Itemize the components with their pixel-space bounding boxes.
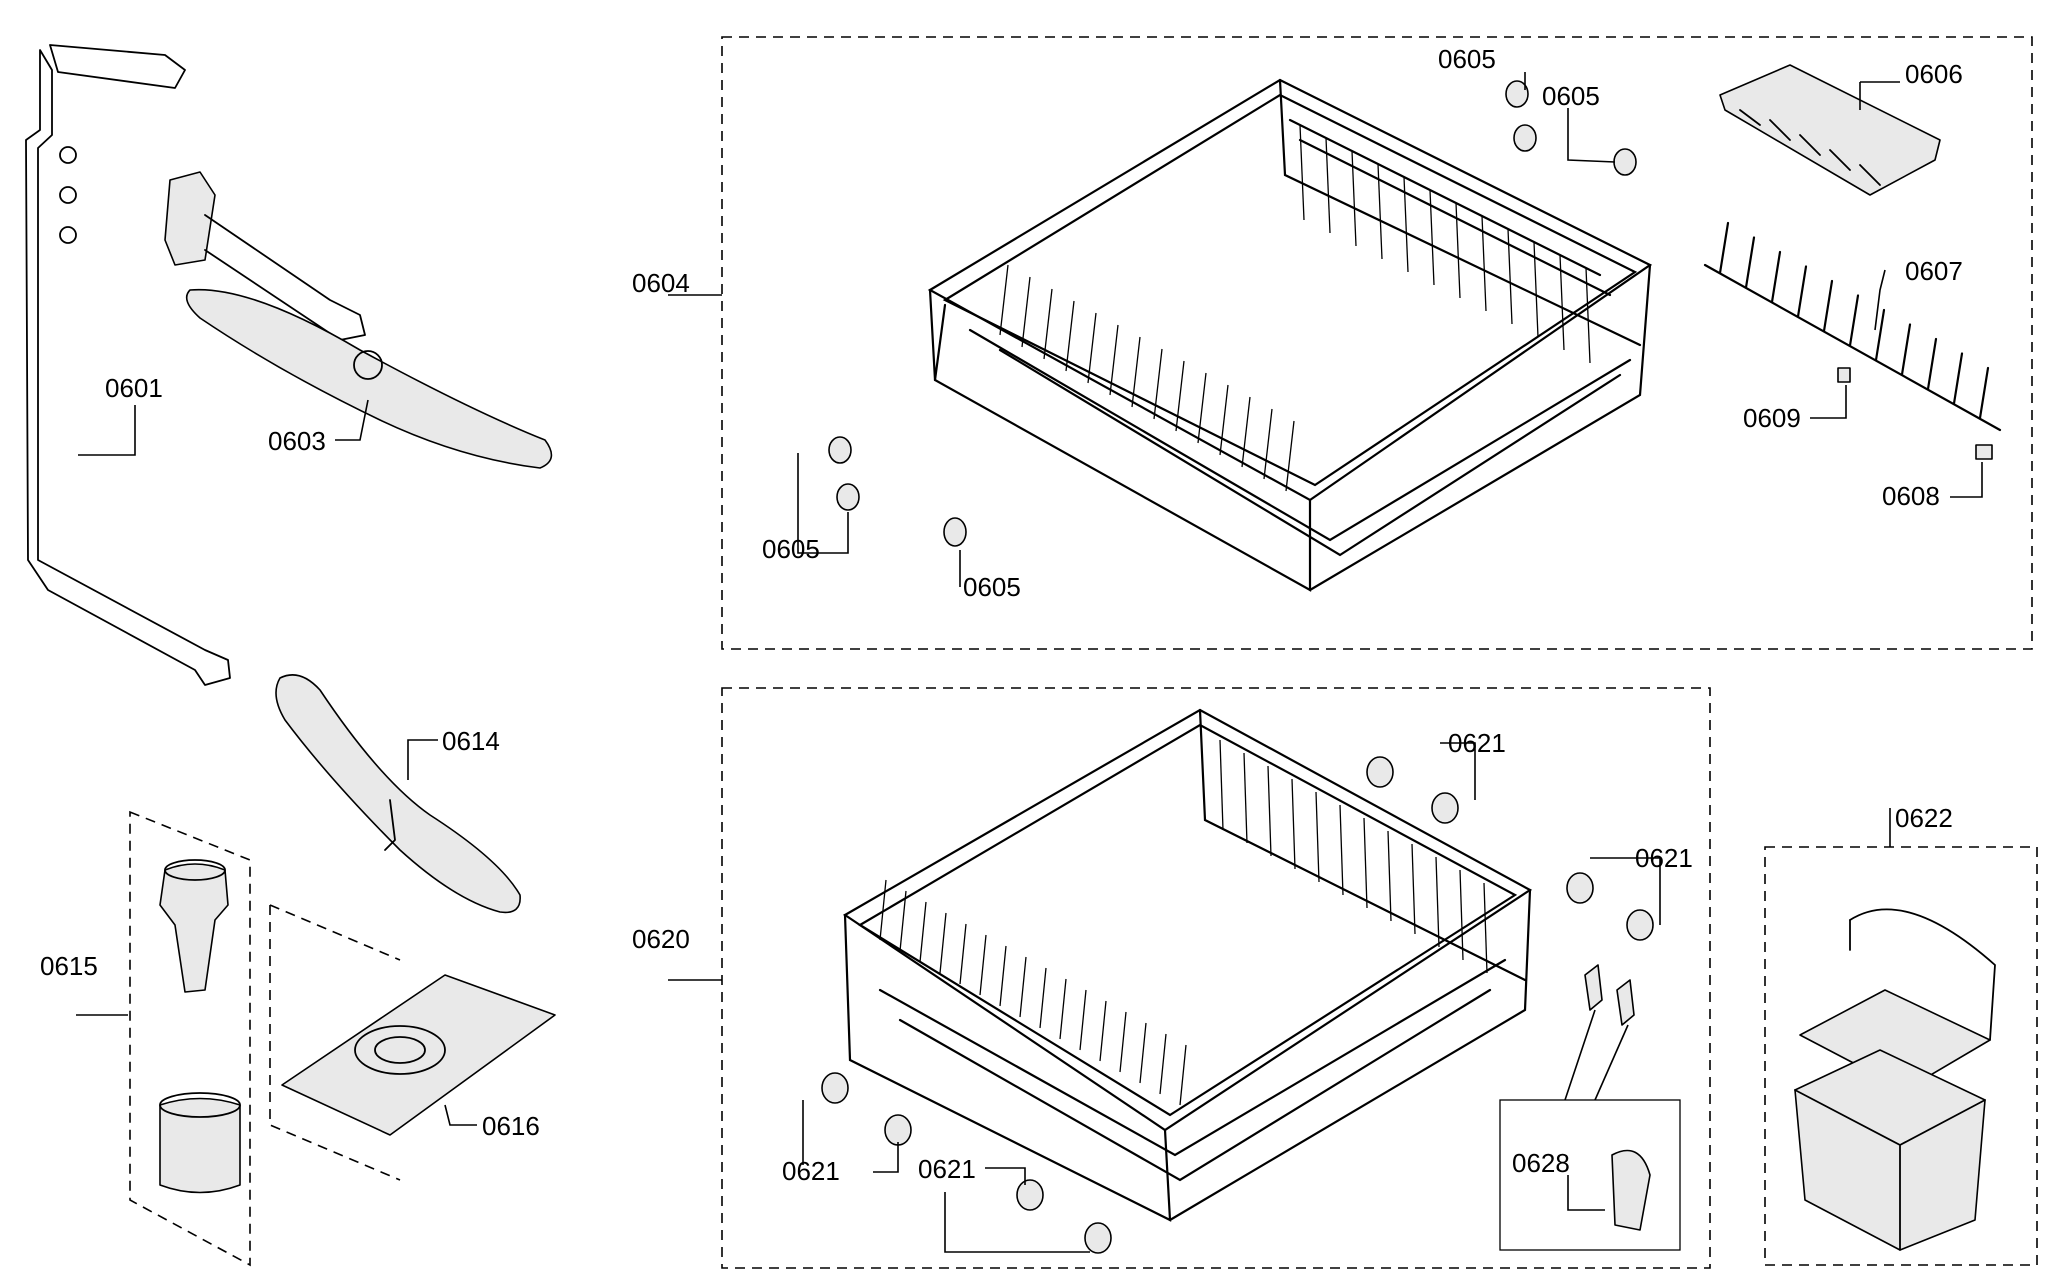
rack-wheel-group-lower xyxy=(821,756,1654,1254)
label-0608: 0608 xyxy=(1882,481,1940,511)
wire-tine xyxy=(1153,348,1163,420)
label-0616: 0616 xyxy=(482,1111,540,1141)
cup-shelf-part xyxy=(1719,64,1941,196)
sump-cover-part xyxy=(281,974,556,1136)
folding-tines-part xyxy=(1703,221,2002,432)
label-0614: 0614 xyxy=(442,726,500,756)
wire-tine xyxy=(1291,778,1296,870)
filter-part xyxy=(159,859,241,1194)
wire-tine xyxy=(1267,765,1272,857)
wire-tine xyxy=(1315,791,1320,883)
rack-clip-part xyxy=(1584,964,1651,1231)
leader-lines xyxy=(76,72,1983,1253)
wire-tine xyxy=(1087,312,1097,384)
wire-tine xyxy=(1065,300,1075,372)
lower-rack-part xyxy=(842,708,1533,1222)
wire-tine xyxy=(1131,336,1141,408)
lower-rack-group-box xyxy=(721,687,1711,1269)
wire-tine xyxy=(1952,352,1964,405)
wire-tine xyxy=(1021,276,1031,348)
label-0603: 0603 xyxy=(268,426,326,456)
wire-tine xyxy=(1175,360,1185,432)
wire-tine xyxy=(1241,396,1251,468)
rack-wheel-group-upper-right xyxy=(1505,80,1637,176)
wire-tine xyxy=(1079,989,1087,1051)
wire-tine xyxy=(939,912,947,974)
wire-tine xyxy=(999,945,1007,1007)
wire-tine xyxy=(1109,324,1119,396)
label-0605-c: 0605 xyxy=(762,534,820,564)
wire-tine xyxy=(1263,408,1273,480)
wire-tine xyxy=(1770,250,1782,304)
wire-tine xyxy=(1848,294,1860,347)
wire-tine xyxy=(1411,843,1416,935)
lower-spray-arm-part xyxy=(275,674,521,914)
wire-tine xyxy=(1119,1011,1127,1073)
upper-rack-part xyxy=(927,78,1653,592)
label-0628: 0628 xyxy=(1512,1148,1570,1178)
cutlery-basket-part xyxy=(1794,908,1996,1251)
rack-wheel-group-upper-left xyxy=(828,436,967,547)
wire-tine xyxy=(1459,869,1464,961)
wire-tine xyxy=(1796,265,1808,318)
wire-tine xyxy=(1219,384,1229,456)
supply-tube-part xyxy=(25,44,231,686)
label-0620: 0620 xyxy=(632,924,690,954)
wire-tine xyxy=(1926,337,1938,391)
wire-tine xyxy=(1718,221,1730,275)
wire-tine xyxy=(1363,817,1368,909)
wire-tine xyxy=(919,901,927,963)
wire-tine xyxy=(1159,1033,1167,1095)
label-0607: 0607 xyxy=(1905,256,1963,286)
wire-tine xyxy=(879,879,887,941)
cutlery-basket-group-box xyxy=(1764,846,2038,1266)
wire-tine xyxy=(1874,308,1886,362)
label-0605-d: 0605 xyxy=(963,572,1021,602)
wire-tine xyxy=(999,264,1009,336)
wire-tine xyxy=(899,890,907,952)
label-0601: 0601 xyxy=(105,373,163,403)
wire-tine xyxy=(959,923,967,985)
label-0609: 0609 xyxy=(1743,403,1801,433)
wire-tine xyxy=(1900,323,1912,376)
wire-tine xyxy=(1179,1044,1187,1106)
wire-tine xyxy=(1019,956,1027,1018)
clip-0609-part xyxy=(1837,367,1851,383)
wire-tine xyxy=(979,934,987,996)
wire-tine xyxy=(1978,366,1990,420)
wire-tine xyxy=(1285,420,1295,492)
wire-tine xyxy=(1339,804,1344,896)
filter-group-box xyxy=(129,810,251,1267)
label-0621-c: 0621 xyxy=(782,1156,840,1186)
label-0605-b: 0605 xyxy=(1542,81,1600,111)
label-0621-a: 0621 xyxy=(1448,728,1506,758)
wire-tine xyxy=(1744,236,1756,289)
wire-tine xyxy=(1243,752,1248,844)
wire-tine xyxy=(1039,967,1047,1029)
wire-tine xyxy=(1059,978,1067,1040)
label-0621-d: 0621 xyxy=(918,1154,976,1184)
label-0615: 0615 xyxy=(40,951,98,981)
wire-tine xyxy=(1435,856,1440,948)
clip-detail-box xyxy=(1499,1099,1681,1251)
sump-cover-guide-2 xyxy=(269,905,401,1181)
wire-tine xyxy=(1139,1022,1147,1084)
clip-0608-part xyxy=(1975,444,1993,460)
wire-tine xyxy=(1197,372,1207,444)
wire-tine xyxy=(1219,739,1224,831)
wire-tine xyxy=(1822,279,1834,333)
wire-tine xyxy=(1099,1000,1107,1062)
wire-tine xyxy=(1043,288,1053,360)
wire-tine xyxy=(1387,830,1392,922)
label-0606: 0606 xyxy=(1905,59,1963,89)
upper-spray-arm-part xyxy=(164,171,553,469)
label-0622: 0622 xyxy=(1895,803,1953,833)
label-0621-b: 0621 xyxy=(1635,843,1693,873)
wire-tine xyxy=(1483,882,1488,974)
upper-rack-group-box xyxy=(721,36,2033,650)
label-0604: 0604 xyxy=(632,268,690,298)
label-0605-a: 0605 xyxy=(1438,44,1496,74)
sump-cover-guide xyxy=(269,904,401,961)
